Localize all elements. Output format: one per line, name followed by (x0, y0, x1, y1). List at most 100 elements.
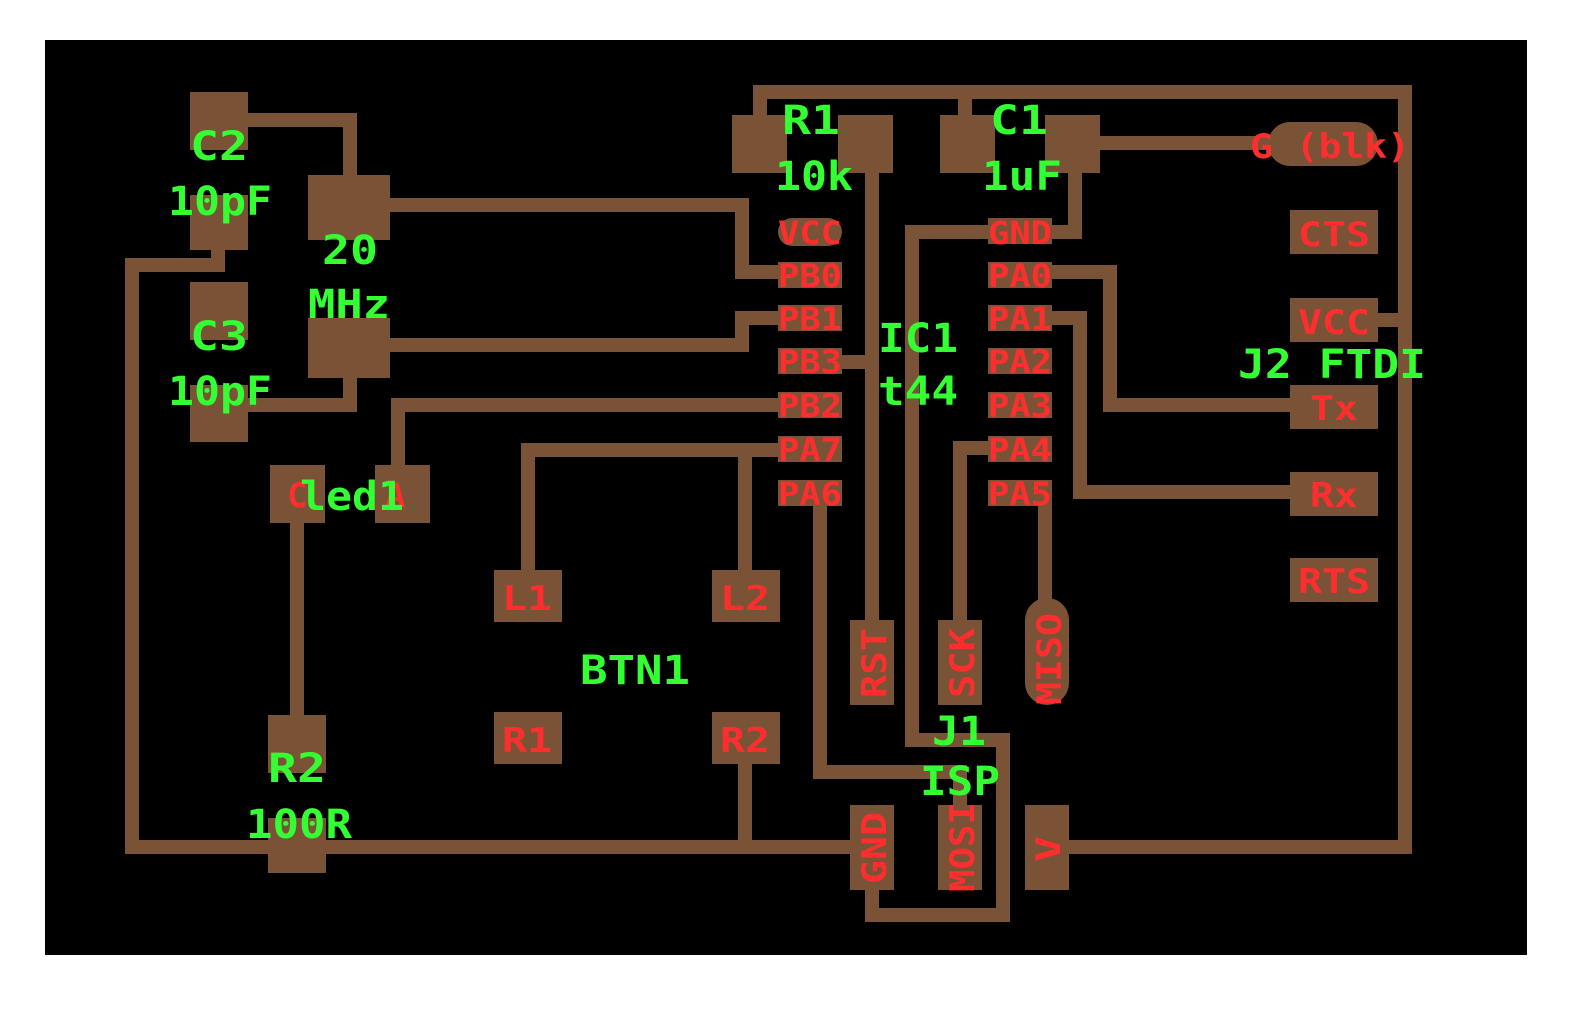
pad-c2-1 (190, 92, 248, 150)
led-cathode-label: C (287, 476, 307, 516)
ic-pad-vcc (778, 218, 842, 246)
ftdi-pin-label: RTS (1298, 562, 1370, 602)
pad-r2-1 (268, 715, 326, 773)
isp-pad-gnd (850, 805, 894, 890)
trace-crystal-pb0 (378, 198, 797, 279)
c3-value: 10pF (168, 369, 272, 415)
c2-ref: C2 (190, 124, 248, 170)
pad-crystal-1 (308, 175, 390, 240)
ic-pad-pa6 (778, 480, 842, 506)
ftdi-pin-label: G (blk) (1250, 127, 1410, 167)
component-labels: C2 10pF C3 10pF 20 MHz R1 10k C1 1uF IC1… (168, 98, 1426, 848)
trace-gnd-isp (865, 225, 1010, 922)
isp-gnd-label: GND (855, 812, 895, 884)
pad-c1-2 (1045, 115, 1100, 173)
btn-pad-r1 (494, 712, 562, 764)
ftdi-pad-rts (1290, 558, 1378, 602)
ftdi-pin-label: VCC (1298, 303, 1370, 343)
trace-cap-gnd (125, 238, 887, 854)
ftdi-pad-tx (1290, 385, 1378, 429)
c1-value: 1uF (982, 154, 1062, 200)
pads (190, 92, 1378, 890)
isp-mosi-label: MOSI (943, 802, 983, 892)
ic-pad-pa4 (988, 436, 1052, 462)
trace-c2-crystal (211, 113, 357, 187)
c2-value: 10pF (168, 179, 272, 225)
ic-pin-label: PB2 (778, 387, 842, 425)
c1-ref: C1 (990, 98, 1048, 144)
ic-pad-pa1 (988, 305, 1052, 331)
ic-pad-pb3 (778, 348, 842, 374)
isp-miso-label: MISO (1030, 613, 1070, 705)
trace-r1-vcc (753, 85, 1412, 854)
btn1-ref: BTN1 (580, 648, 690, 694)
ic-pin-label: PA7 (778, 431, 842, 469)
isp-rst-label: RST (855, 628, 895, 698)
crystal-value-1: 20 (322, 228, 378, 274)
ic-pad-pa0 (988, 262, 1052, 288)
btn-pad-label: R1 (502, 721, 552, 761)
crystal-value-2: MHz (308, 282, 390, 328)
ftdi-pad-rx (1290, 472, 1378, 516)
ic-pad-pa5 (988, 480, 1052, 506)
pad-r2-2 (268, 818, 326, 873)
btn-pad-label: L2 (720, 579, 770, 619)
ic-pin-label: PA2 (988, 343, 1052, 381)
btn-pad-l1 (494, 570, 562, 622)
btn-pad-label: R2 (720, 721, 770, 761)
ftdi-pad-g (1268, 122, 1378, 166)
btn-pad-l2 (712, 570, 780, 622)
ic-pin-label: PB3 (778, 343, 842, 381)
pad-r1-1 (732, 115, 787, 173)
j1-value: ISP (920, 759, 1000, 805)
trace-crystal-pb1 (378, 311, 797, 352)
ic-pad-pb0 (778, 262, 842, 288)
trace-c3-crystal (211, 368, 357, 412)
trace-pb2-led (391, 398, 797, 477)
ic-pad-pa3 (988, 392, 1052, 418)
r1-ref: R1 (782, 98, 840, 144)
trace-pa1-rx (1033, 311, 1307, 499)
led-anode-label: A (385, 476, 405, 516)
trace-pa4-sck (953, 441, 1007, 627)
isp-pad-miso (1025, 598, 1069, 705)
ftdi-pad-cts (1290, 210, 1378, 254)
r1-value: 10k (775, 154, 853, 200)
r2-ref: R2 (268, 746, 326, 792)
j2-ref: J2 FTDI (1238, 342, 1426, 388)
ftdi-pin-label: Rx (1310, 476, 1358, 516)
isp-pad-rst (850, 620, 894, 705)
isp-pad-mosi (938, 805, 982, 890)
ic-pin-label: PA5 (988, 475, 1052, 513)
r2-value: 100R (246, 802, 353, 848)
ic-pin-label: PA6 (778, 475, 842, 513)
ic-pin-label: GND (988, 214, 1052, 252)
pad-c1-1 (940, 115, 995, 173)
ic1-ref: IC1 (878, 316, 958, 362)
pad-r1-2 (838, 115, 893, 173)
trace-pa0-tx (1033, 265, 1307, 412)
j1-ref: J1 (932, 709, 986, 755)
ic-pad-gnd (988, 218, 1052, 244)
ftdi-pad-vcc (1290, 298, 1378, 342)
ic-pad-pb2 (778, 392, 842, 418)
led-pad-cathode (270, 465, 325, 523)
ic1-value: t44 (878, 369, 958, 415)
ic-pin-label: PA4 (988, 431, 1052, 469)
pad-c3-1 (190, 282, 248, 340)
ic-pin-label: PB1 (778, 300, 842, 338)
traces (125, 85, 1412, 922)
ic-pad-pa2 (988, 348, 1052, 374)
isp-vcc-label: V (1029, 836, 1069, 862)
ic-pin-label: PA0 (988, 257, 1052, 295)
led1-ref: led1 (300, 474, 404, 520)
isp-sck-label: SCK (943, 627, 983, 698)
btn-pad-r2 (712, 712, 780, 764)
isp-pad-sck (938, 620, 982, 705)
isp-pad-vcc (1025, 805, 1069, 890)
ftdi-pin-label: CTS (1298, 215, 1370, 255)
c3-ref: C3 (190, 314, 248, 360)
trace-pa6-mosi (813, 488, 967, 817)
pad-crystal-2 (308, 318, 390, 378)
